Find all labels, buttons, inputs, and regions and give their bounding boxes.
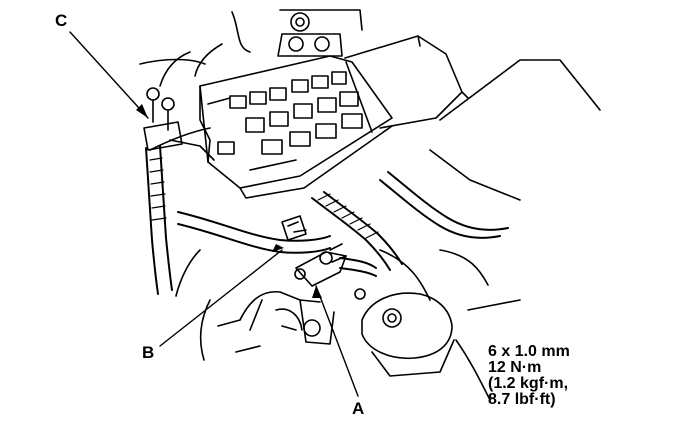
- leader-lines: [69, 31, 359, 397]
- leader-a: [315, 285, 359, 397]
- battery-cable: [177, 211, 331, 254]
- ground-terminal-a: [294, 243, 377, 287]
- fuse-relay-box: [199, 55, 393, 199]
- leader-b: [159, 249, 283, 347]
- torque-spec: 6 x 1.0 mm 12 N·m (1.2 kgf·m, 8.7 lbf·ft…: [488, 344, 570, 408]
- callout-b-label: B: [142, 343, 155, 362]
- engine-background-outline: [139, 9, 601, 401]
- ground-bolt-c: [143, 87, 215, 161]
- lower-bracket: [217, 291, 335, 353]
- arrowhead-a: [312, 286, 322, 298]
- air-cleaner-housing: [344, 35, 469, 133]
- arrowhead-b: [272, 244, 284, 252]
- arrowhead-c: [136, 104, 148, 118]
- corrugated-hose: [311, 171, 509, 271]
- connector-b: [281, 215, 307, 241]
- torque-kgfm-text: (1.2 kgf·m,: [488, 375, 569, 392]
- left-wire-harness: [145, 145, 173, 295]
- leader-c: [69, 31, 149, 119]
- callout-c-label: C: [55, 11, 68, 30]
- engine-mount: [354, 288, 455, 377]
- torque-nm-text: 12 N·m: [488, 359, 542, 376]
- bolt-size-text: 6 x 1.0 mm: [488, 343, 570, 360]
- top-bolt-cluster: [277, 12, 343, 57]
- callout-a-label: A: [352, 399, 365, 418]
- torque-lbfft-text: 8.7 lbf·ft): [488, 391, 556, 408]
